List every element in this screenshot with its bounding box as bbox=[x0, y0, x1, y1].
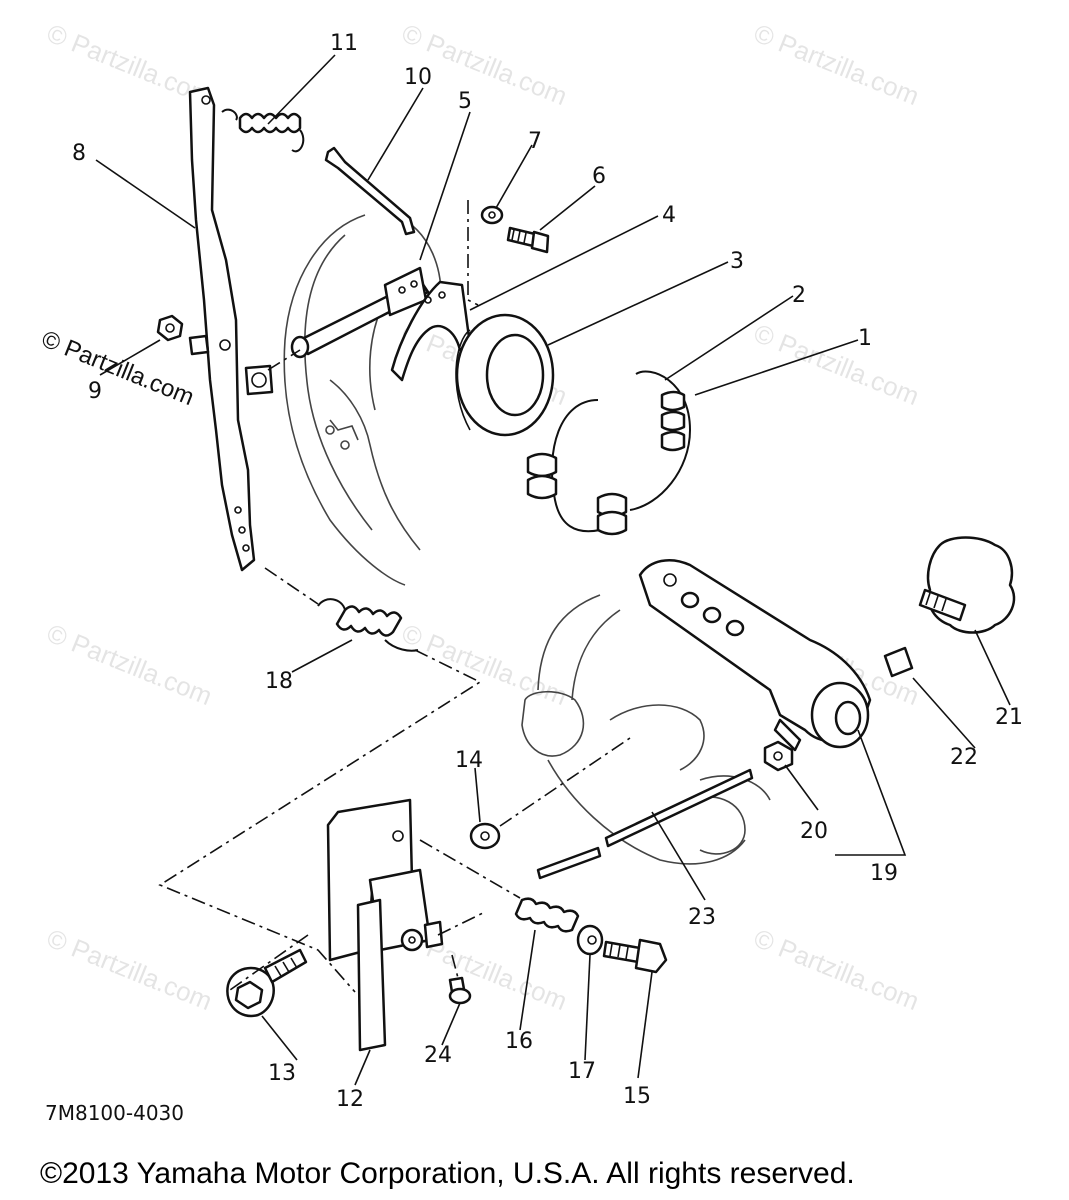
watermarks: © Partzilla.com © Partzilla.com © Partzi… bbox=[38, 18, 924, 1016]
watermark: © Partzilla.com bbox=[750, 18, 924, 111]
part-19-lever-arm bbox=[638, 559, 872, 752]
callout-21: 21 bbox=[995, 705, 1023, 730]
part-3-collar bbox=[455, 313, 555, 437]
callout-17: 17 bbox=[568, 1059, 596, 1084]
watermark: © Partzilla.com bbox=[750, 318, 924, 411]
callout-23: 23 bbox=[688, 905, 716, 930]
callout-2: 2 bbox=[792, 283, 806, 308]
part-21-knob bbox=[918, 536, 1016, 634]
callout-19: 19 bbox=[870, 861, 898, 886]
callout-11: 11 bbox=[330, 31, 358, 56]
part-1-clip-spring bbox=[526, 390, 686, 536]
watermark: © Partzilla.com bbox=[398, 618, 572, 711]
part-12-bracket bbox=[326, 798, 444, 1052]
part-6-bolt bbox=[506, 226, 550, 254]
copyright-notice: ©2013 Yamaha Motor Corporation, U.S.A. A… bbox=[40, 1157, 855, 1190]
part-7-washer bbox=[480, 205, 504, 225]
callout-15: 15 bbox=[623, 1084, 651, 1109]
part-4-fork bbox=[390, 280, 472, 382]
watermark: © Partzilla.com bbox=[750, 923, 924, 1016]
part-17-washer bbox=[576, 924, 604, 956]
part-8-lever-bar bbox=[188, 86, 274, 572]
callout-9: 9 bbox=[88, 379, 102, 404]
callout-1: 1 bbox=[858, 326, 872, 351]
part-14-washer bbox=[469, 822, 501, 850]
part-15-bolt bbox=[602, 938, 668, 974]
callout-5: 5 bbox=[458, 89, 472, 114]
part-13-bolt bbox=[226, 948, 308, 1018]
callout-13: 13 bbox=[268, 1061, 296, 1086]
callout-24: 24 bbox=[424, 1043, 452, 1068]
callout-14: 14 bbox=[455, 748, 483, 773]
part-18-spring bbox=[317, 598, 419, 652]
callout-4: 4 bbox=[662, 203, 676, 228]
callout-20: 20 bbox=[800, 819, 828, 844]
part-5-shaft bbox=[290, 266, 430, 359]
callout-12: 12 bbox=[336, 1087, 364, 1112]
part-10-rod bbox=[324, 146, 416, 236]
part-22-collar bbox=[883, 646, 914, 678]
assembly-lines bbox=[158, 200, 631, 993]
leader-lines bbox=[95, 54, 1011, 1086]
watermark: © Partzilla.com bbox=[43, 923, 217, 1016]
part-9-nut bbox=[156, 314, 210, 356]
part-23-rod bbox=[536, 768, 754, 880]
callout-22: 22 bbox=[950, 745, 978, 770]
part-16-spring bbox=[514, 897, 580, 933]
callout-6: 6 bbox=[592, 164, 606, 189]
callout-18: 18 bbox=[265, 669, 293, 694]
watermark: © Partzilla.com bbox=[43, 618, 217, 711]
part-24-screw bbox=[448, 976, 472, 1005]
part-11-spring bbox=[221, 108, 305, 153]
callout-8: 8 bbox=[72, 141, 86, 166]
part-20-nut bbox=[763, 740, 794, 772]
callout-3: 3 bbox=[730, 249, 744, 274]
callout-10: 10 bbox=[404, 65, 432, 90]
callout-labels: 1 2 3 4 5 6 7 8 9 10 11 12 13 14 15 16 1… bbox=[72, 31, 1023, 1112]
callout-16: 16 bbox=[505, 1029, 533, 1054]
callout-7: 7 bbox=[528, 129, 542, 154]
part-code: 7M8100-4030 bbox=[45, 1101, 184, 1125]
